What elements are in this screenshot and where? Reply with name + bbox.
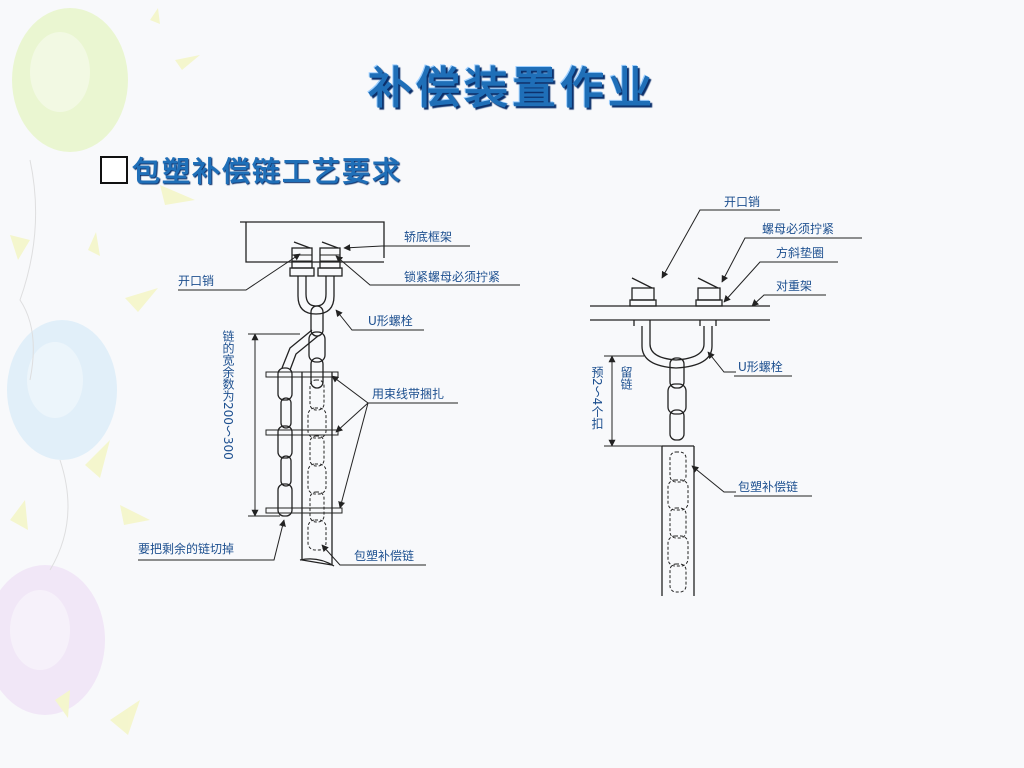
left-main-chain	[308, 305, 326, 389]
page-title: 补偿装置作业	[368, 63, 656, 114]
label-tie-wrap: 用束线带捆扎	[372, 387, 444, 401]
right-bolt-assembly	[629, 277, 723, 369]
label-nut-tight: 螺母必须拧紧	[762, 222, 834, 236]
checkbox-square-icon	[100, 156, 128, 184]
left-diagram: 轿底框架 开口销 锁紧螺母必须拧紧 U形螺栓 链的宽余数为200～300 用束线…	[138, 221, 520, 567]
label-u-bolt-left: U形螺栓	[368, 313, 413, 328]
left-tie-wraps	[265, 371, 343, 514]
label-cotter-pin-right: 开口销	[724, 195, 760, 209]
right-diagram: 开口销 螺母必须拧紧 方斜垫圈 对重架 U形螺栓 预2～4个扣 留链 包塑补偿链	[590, 195, 862, 596]
label-cut-excess: 要把剩余的链切掉	[138, 541, 234, 556]
label-car-frame: 轿底框架	[404, 229, 452, 244]
left-plastic-chain	[299, 372, 335, 567]
label-plastic-chain-right: 包塑补偿链	[738, 479, 798, 494]
right-chain	[667, 357, 687, 441]
label-reserve-b: 留链	[619, 366, 633, 390]
label-reserve-a: 预2～4个扣	[590, 366, 604, 430]
label-bevel-washer: 方斜垫圈	[776, 245, 824, 260]
label-slack-amount: 链的宽余数为200～300	[221, 329, 235, 460]
label-plastic-chain-left: 包塑补偿链	[354, 548, 414, 563]
label-cotter-pin-left: 开口销	[178, 274, 214, 288]
section-heading: 包塑补偿链工艺要求	[100, 150, 402, 190]
left-slack-chain	[277, 329, 319, 517]
label-counterweight: 对重架	[776, 279, 812, 293]
label-u-bolt-right: U形螺栓	[738, 359, 783, 374]
section-heading-text: 包塑补偿链工艺要求	[132, 155, 403, 188]
label-lock-nut: 锁紧螺母必须拧紧	[404, 269, 500, 284]
left-bolt-assembly	[289, 241, 343, 315]
right-plastic-chain	[661, 445, 695, 596]
